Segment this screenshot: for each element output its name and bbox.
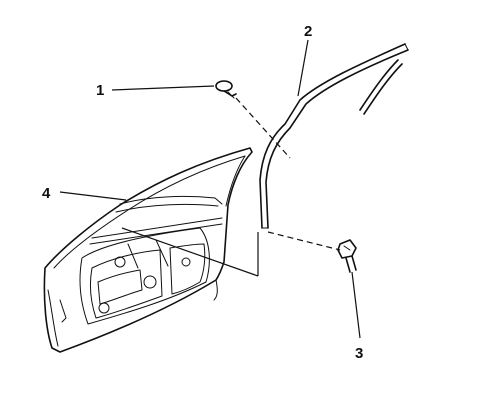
callout-1-label: 1 — [96, 82, 104, 99]
weatherstrip — [259, 43, 409, 229]
callout-2-label: 2 — [304, 23, 312, 40]
push-pin-retainer — [215, 80, 237, 99]
leader-lines — [59, 39, 361, 339]
callout-3-label: 3 — [355, 345, 363, 362]
callout-4-label: 4 — [42, 185, 51, 202]
door-assembly — [43, 147, 253, 353]
bolt — [337, 239, 357, 273]
